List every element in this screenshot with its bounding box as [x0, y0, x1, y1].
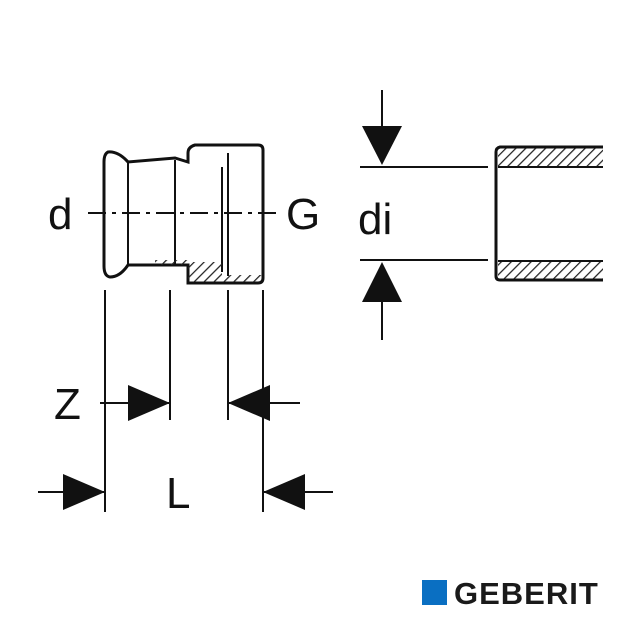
- arrow-up-icon: [362, 262, 402, 302]
- logo-square: [422, 580, 447, 605]
- thread-hatch: [222, 275, 262, 282]
- di-dimension: [360, 90, 488, 340]
- l-dimension: [38, 474, 333, 510]
- label-di: di: [358, 195, 392, 244]
- press-fitting-drawing: [88, 143, 282, 285]
- thread-hatch: [188, 262, 222, 282]
- label-d: d: [48, 190, 72, 239]
- label-Z: Z: [54, 380, 81, 429]
- arrow-right-icon: [128, 385, 170, 421]
- arrow-right-icon: [63, 474, 105, 510]
- z-dimension: [100, 385, 300, 421]
- label-L: L: [166, 469, 190, 518]
- label-G: G: [286, 190, 320, 239]
- geberit-logo: GEBERIT: [422, 576, 599, 611]
- arrow-down-icon: [362, 126, 402, 165]
- arrow-left-icon: [263, 474, 305, 510]
- seal-hatch: [155, 260, 188, 265]
- arrow-left-icon: [228, 385, 270, 421]
- pipe-section-drawing: [494, 145, 603, 282]
- svg-text:GEBERIT: GEBERIT: [454, 576, 599, 611]
